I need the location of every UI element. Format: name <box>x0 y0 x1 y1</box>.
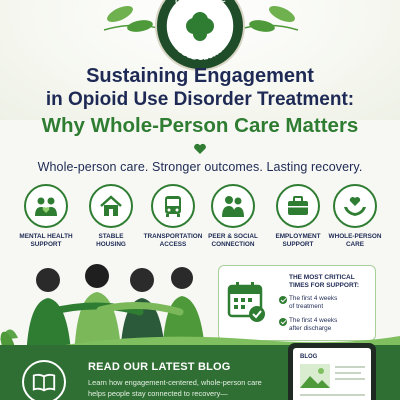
mental-health-icon <box>24 184 68 228</box>
heart-icon <box>194 143 206 154</box>
icon-label: CONNECTION <box>211 241 255 248</box>
critical-item: The first 4 weeks of treatment <box>279 295 338 312</box>
icon-label: TRANSPORTATION <box>143 233 203 240</box>
critical-times-title: THE MOST CRITICAL TIMES FOR SUPPORT: <box>289 274 359 290</box>
critical-item-text: The first 4 weeks <box>289 317 338 324</box>
blog-title[interactable]: READ OUR LATEST BLOG <box>88 361 231 373</box>
book-icon <box>22 360 66 400</box>
hands-heart-icon <box>333 184 377 228</box>
briefcase-icon <box>276 184 320 228</box>
image-placeholder-icon <box>300 364 330 388</box>
icon-label: MENTAL HEALTH <box>19 233 73 240</box>
critical-title-line: THE MOST CRITICAL <box>289 274 355 281</box>
critical-item-text: The first 4 weeks <box>289 295 338 302</box>
leaves-left-icon <box>103 5 159 32</box>
icon-label: HOUSING <box>96 241 126 248</box>
peer-icon <box>211 184 255 228</box>
blog-text-line: helps people stay connected to recovery— <box>88 388 228 398</box>
icon-label: SUPPORT <box>30 241 62 248</box>
critical-item-text: of treatment <box>289 303 324 311</box>
leaves-right-icon <box>243 5 299 32</box>
icon-label: ACCESS <box>159 241 187 248</box>
icon-label: EMPLOYMENT <box>275 233 321 240</box>
title-line-2: in Opioid Use Disorder Treatment: <box>45 89 355 110</box>
critical-item: The first 4 weeks after discharge <box>279 317 338 334</box>
tagline: Whole-person care. Stronger outcomes. La… <box>37 160 363 174</box>
critical-item-text: after discharge <box>289 325 332 333</box>
critical-times-box: THE MOST CRITICAL TIMES FOR SUPPORT: The… <box>218 265 376 341</box>
icon-label: CARE <box>345 241 365 248</box>
check-icon <box>279 296 287 304</box>
icon-label: STABLE <box>98 233 124 240</box>
title-line-1: Sustaining Engagement <box>86 65 314 87</box>
critical-title-line: TIMES FOR SUPPORT: <box>289 281 360 289</box>
blog-tablet-preview[interactable]: BLOG <box>288 343 376 400</box>
blog-text-line: Learn how engagement-centered, whole-per… <box>88 378 262 387</box>
bus-icon <box>151 184 195 228</box>
check-icon <box>279 318 287 326</box>
tablet-screen: BLOG <box>293 348 371 400</box>
title-line-3: Why Whole-Person Care Matters <box>41 114 359 137</box>
organization-logo: COMMUNITY MIDDLE GEORGIA <box>152 0 248 74</box>
icon-label: PEER & SOCIAL <box>208 233 258 240</box>
icon-label: WHOLE-PERSON <box>328 233 382 240</box>
house-icon <box>89 184 133 228</box>
icon-label: SUPPORT <box>282 241 314 248</box>
calendar-icon <box>227 282 265 322</box>
tablet-label: BLOG <box>300 354 318 360</box>
blog-description: Learn how engagement-centered, whole-per… <box>88 378 278 399</box>
